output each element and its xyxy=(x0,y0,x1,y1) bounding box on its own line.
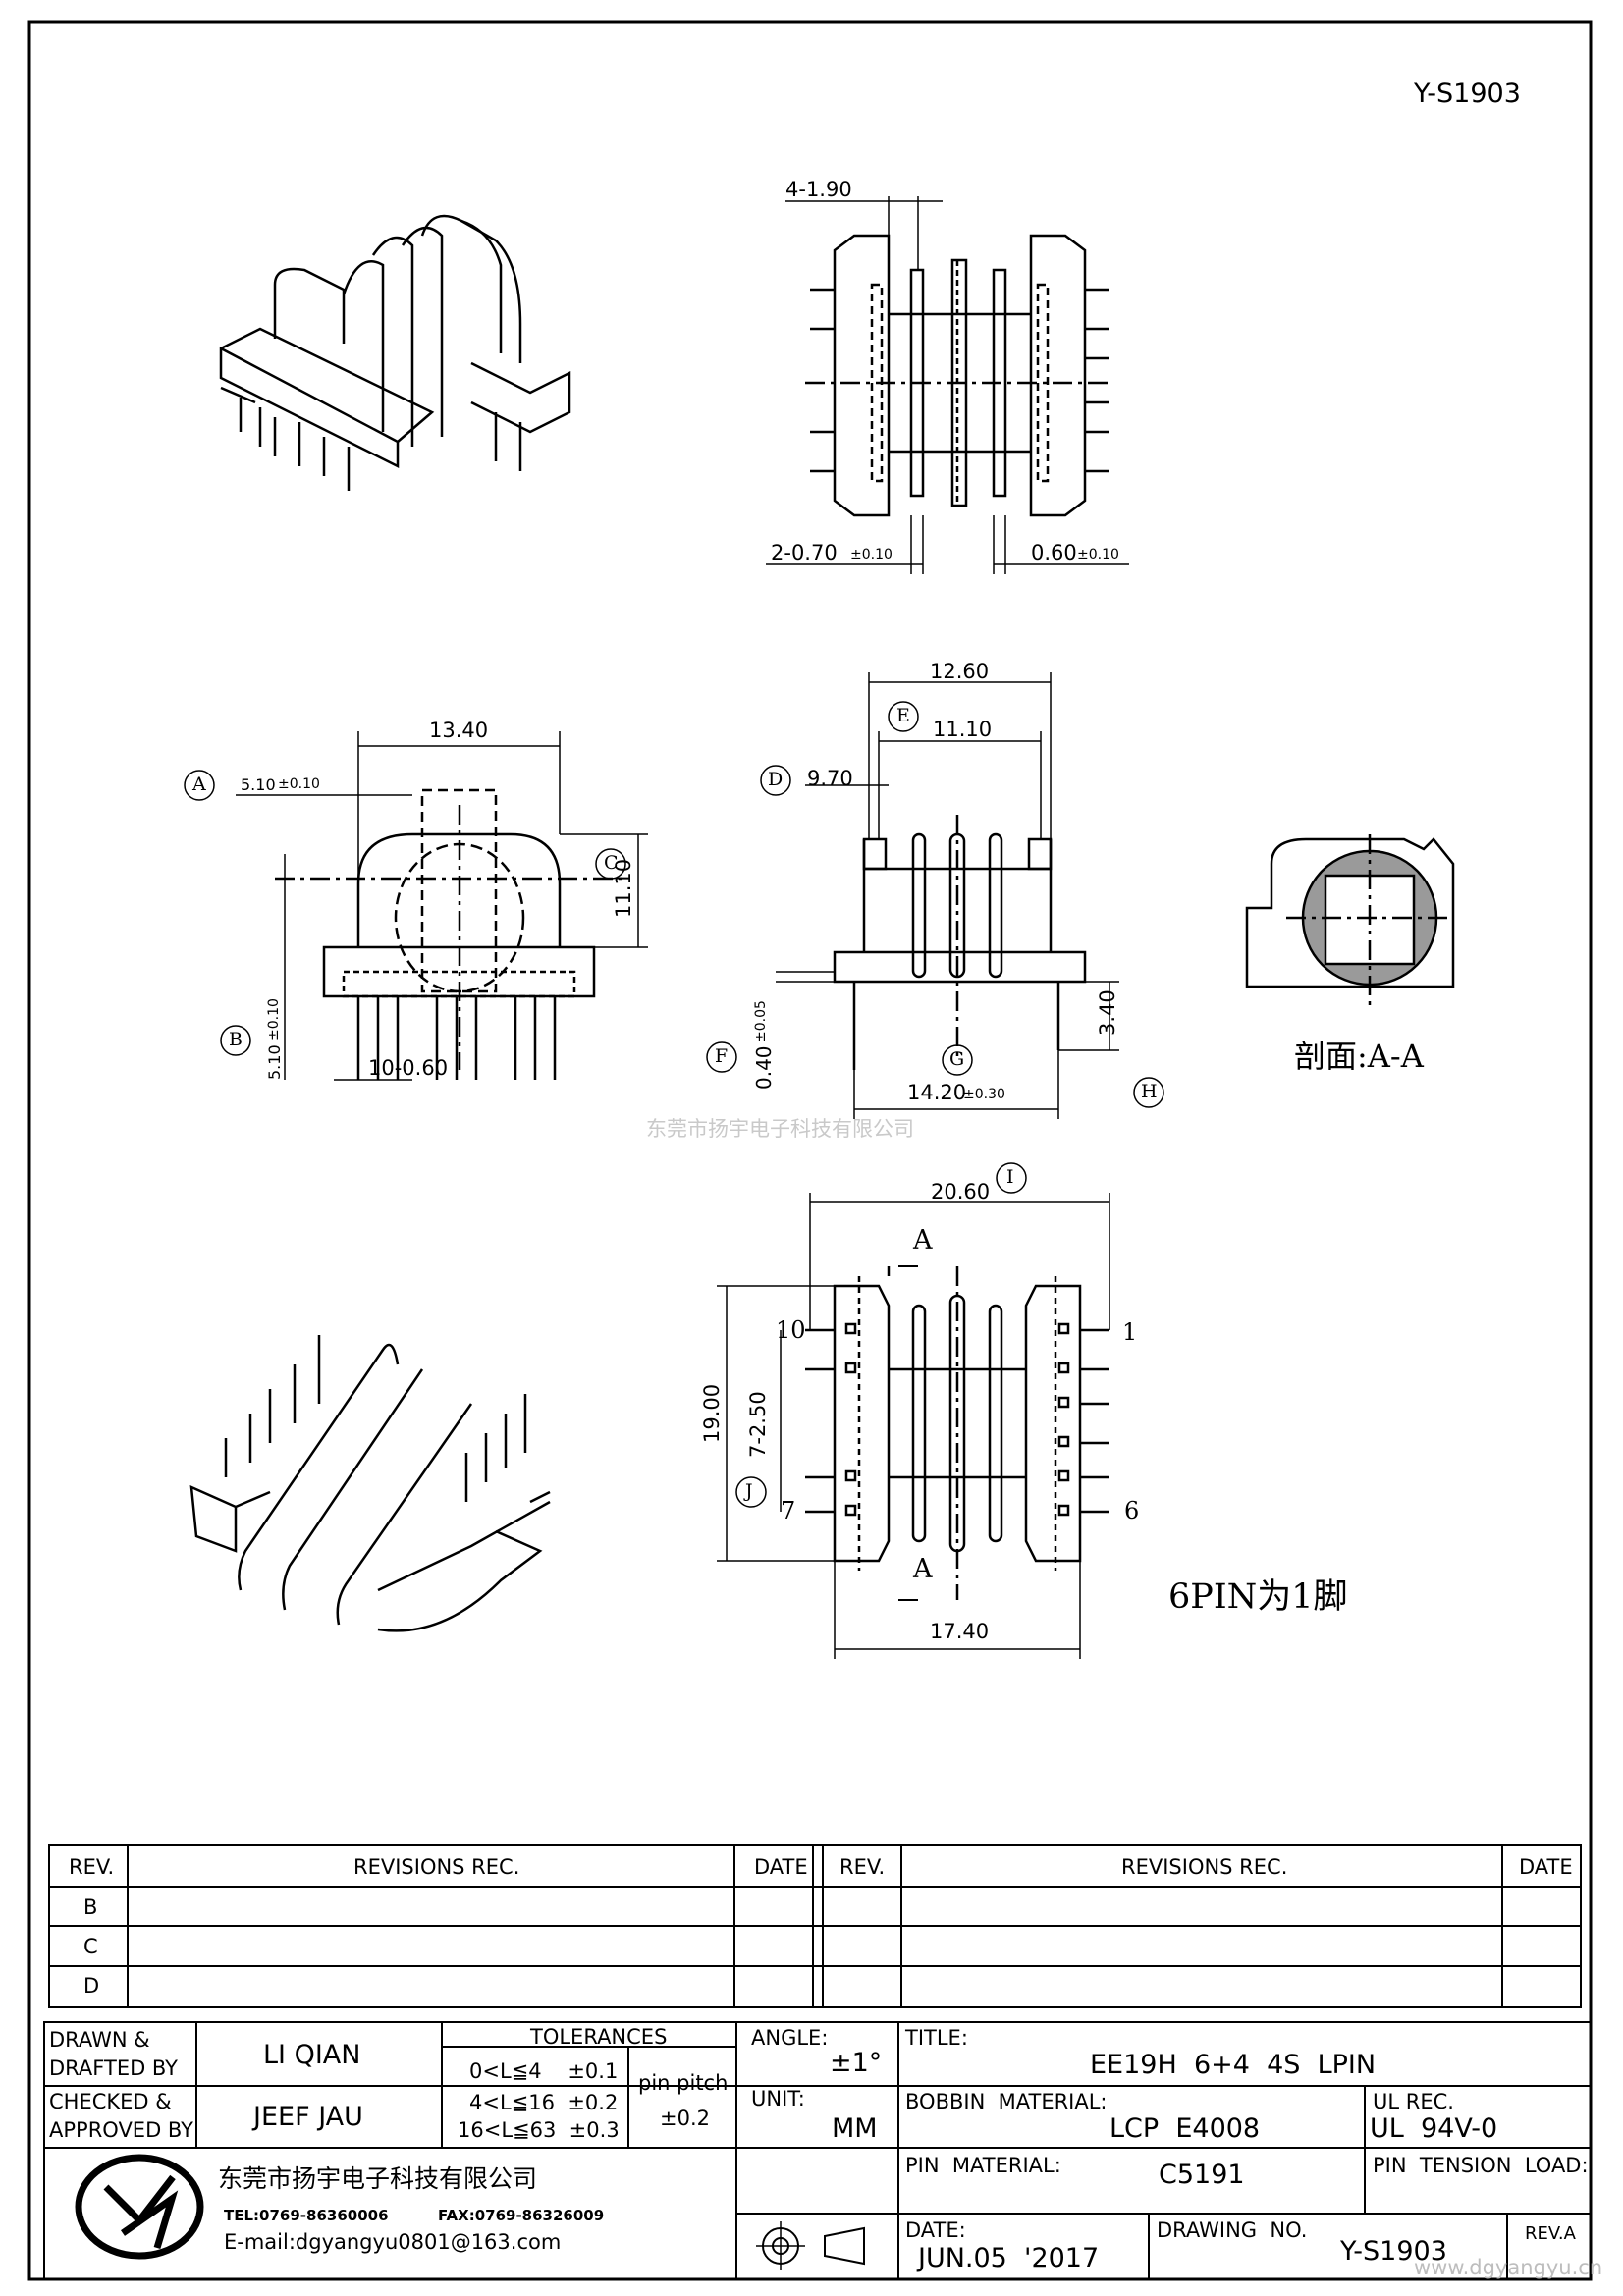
drawn-name: LI QIAN xyxy=(263,2040,361,2070)
company-fax: FAX:0769-86326009 xyxy=(438,2207,605,2224)
callout-i: I xyxy=(1006,1166,1014,1188)
front-view xyxy=(236,731,648,1081)
callout-b: B xyxy=(229,1029,243,1050)
callout-a: A xyxy=(192,774,206,795)
callout-circles xyxy=(184,701,1164,1508)
company-email: E-mail:dgyangyu0801@163.com xyxy=(224,2230,562,2254)
callout-j: J xyxy=(745,1480,753,1502)
pin-label-6: 6 xyxy=(1124,1497,1140,1524)
drawing-no-value: Y-S1903 xyxy=(1340,2236,1447,2267)
section-view xyxy=(1245,834,1455,1011)
pin-material-value: C5191 xyxy=(1159,2160,1245,2190)
section-mark-bottom: A xyxy=(913,1554,933,1584)
tolerances-header: TOLERANCES xyxy=(530,2025,668,2049)
date-value: JUN.05 '2017 xyxy=(918,2243,1100,2273)
dim-flange-tol: ±0.10 xyxy=(850,547,893,562)
callout-f: F xyxy=(715,1045,729,1067)
dim-1260: 12.60 xyxy=(930,660,990,683)
dim-pin-len: 3.40 xyxy=(1096,989,1119,1036)
dim-center-tol: ±0.10 xyxy=(1077,547,1119,562)
pin-tension-label: PIN TENSION LOAD: xyxy=(1373,2154,1589,2177)
bobbin-material-label: BOBBIN MATERIAL: xyxy=(905,2090,1108,2113)
pin-label-10: 10 xyxy=(776,1316,806,1344)
drawn-label-2: DRAFTED BY xyxy=(49,2056,179,2080)
rev-header-right: REV. xyxy=(839,1855,886,1879)
dim-offset-b: 5.10 xyxy=(265,1044,284,1080)
section-mark-top: A xyxy=(913,1225,933,1255)
rev-a-label: REV.A xyxy=(1525,2223,1576,2244)
drawing-number-top: Y-S1903 xyxy=(1414,79,1521,109)
dim-pin-width: 4-1.90 xyxy=(785,178,852,201)
title-label: TITLE: xyxy=(905,2026,968,2050)
rec-header-right: REVISIONS REC. xyxy=(1121,1855,1288,1879)
callout-c: C xyxy=(604,852,619,874)
tolerance-2: 4<L≦16 ±0.2 xyxy=(469,2091,619,2114)
title-block xyxy=(43,2021,1592,2280)
dim-pin-count-width: 10-0.60 xyxy=(368,1056,449,1080)
unit-value: MM xyxy=(832,2113,878,2144)
tolerance-1: 0<L≦4 ±0.1 xyxy=(469,2059,619,2083)
dim-2060: 20.60 xyxy=(931,1180,991,1203)
watermark-corner: www.dgyangyu.cn xyxy=(1414,2256,1603,2279)
company-name: 东莞市扬宇电子科技有限公司 xyxy=(218,2164,538,2193)
dim-center-thick: 0.60 xyxy=(1031,541,1077,564)
rev-row-d: D xyxy=(83,1974,100,1998)
dim-flange-thick: 2-0.70 xyxy=(771,541,838,564)
watermark-center: 东莞市扬宇电子科技有限公司 xyxy=(646,1117,914,1141)
checked-label-1: CHECKED & xyxy=(49,2090,172,2113)
angle-label: ANGLE: xyxy=(751,2026,829,2050)
drawing-no-label: DRAWING NO. xyxy=(1157,2218,1308,2242)
rev-row-c: C xyxy=(83,1935,98,1958)
dim-offset-a: 5.10 xyxy=(241,775,276,794)
section-label: 剖面:A-A xyxy=(1294,1038,1424,1075)
pin-pitch-label: pin pitch xyxy=(638,2071,729,2095)
revisions-table xyxy=(48,1844,1582,2008)
dim-1110-side: 11.10 xyxy=(933,718,993,741)
pin-pitch-tol: ±0.2 xyxy=(660,2107,710,2130)
pin-material-label: PIN MATERIAL: xyxy=(905,2154,1061,2177)
ul-rec-label: UL REC. xyxy=(1373,2090,1454,2113)
callout-h: H xyxy=(1141,1081,1158,1102)
pin-label-7: 7 xyxy=(781,1497,796,1524)
rev-header-left: REV. xyxy=(69,1855,115,1879)
company-tel: TEL:0769-86360006 xyxy=(224,2207,389,2224)
callout-g: G xyxy=(949,1048,965,1070)
dim-1420: 14.20 xyxy=(907,1081,967,1104)
unit-label: UNIT: xyxy=(751,2087,805,2110)
pin-label-1: 1 xyxy=(1122,1318,1138,1346)
date-header-left: DATE xyxy=(754,1855,808,1879)
dim-pin-thick-tol: ±0.05 xyxy=(753,1000,769,1042)
isometric-view-bottom xyxy=(189,1335,551,1632)
pin-note: 6PIN为1脚 xyxy=(1168,1577,1348,1617)
callout-e: E xyxy=(896,705,910,726)
dim-970: 9.70 xyxy=(807,767,853,790)
ul-rec-value: UL 94V-0 xyxy=(1370,2113,1498,2144)
checked-name: JEEF JAU xyxy=(253,2102,363,2132)
checked-label-2: APPROVED BY xyxy=(49,2118,194,2142)
side-view-middle xyxy=(776,672,1119,1119)
rev-row-b: B xyxy=(83,1896,98,1919)
angle-value: ±1° xyxy=(830,2048,883,2078)
dim-1740: 17.40 xyxy=(930,1620,990,1643)
date-label: DATE: xyxy=(905,2218,966,2242)
tolerance-3: 16<L≦63 ±0.3 xyxy=(458,2118,620,2142)
side-view-top xyxy=(766,196,1129,574)
dim-1420-tol: ±0.30 xyxy=(963,1087,1005,1102)
dim-offset-a-tol: ±0.10 xyxy=(278,776,320,792)
callout-d: D xyxy=(768,769,784,790)
bobbin-material-value: LCP E4008 xyxy=(1109,2113,1261,2144)
dim-1340: 13.40 xyxy=(429,719,489,742)
dim-offset-b-tol: ±0.10 xyxy=(266,998,282,1041)
isometric-view-top xyxy=(219,214,571,491)
company-logo xyxy=(75,2154,204,2260)
title-value: EE19H 6+4 4S LPIN xyxy=(1090,2050,1377,2080)
dim-pitch: 7-2.50 xyxy=(746,1391,770,1458)
date-header-right: DATE xyxy=(1519,1855,1573,1879)
dim-pin-thick: 0.40 xyxy=(752,1045,776,1090)
dim-1900: 19.00 xyxy=(700,1383,724,1443)
rec-header-left: REVISIONS REC. xyxy=(353,1855,520,1879)
drawn-label-1: DRAWN & xyxy=(49,2028,150,2052)
bottom-view xyxy=(717,1193,1110,1659)
